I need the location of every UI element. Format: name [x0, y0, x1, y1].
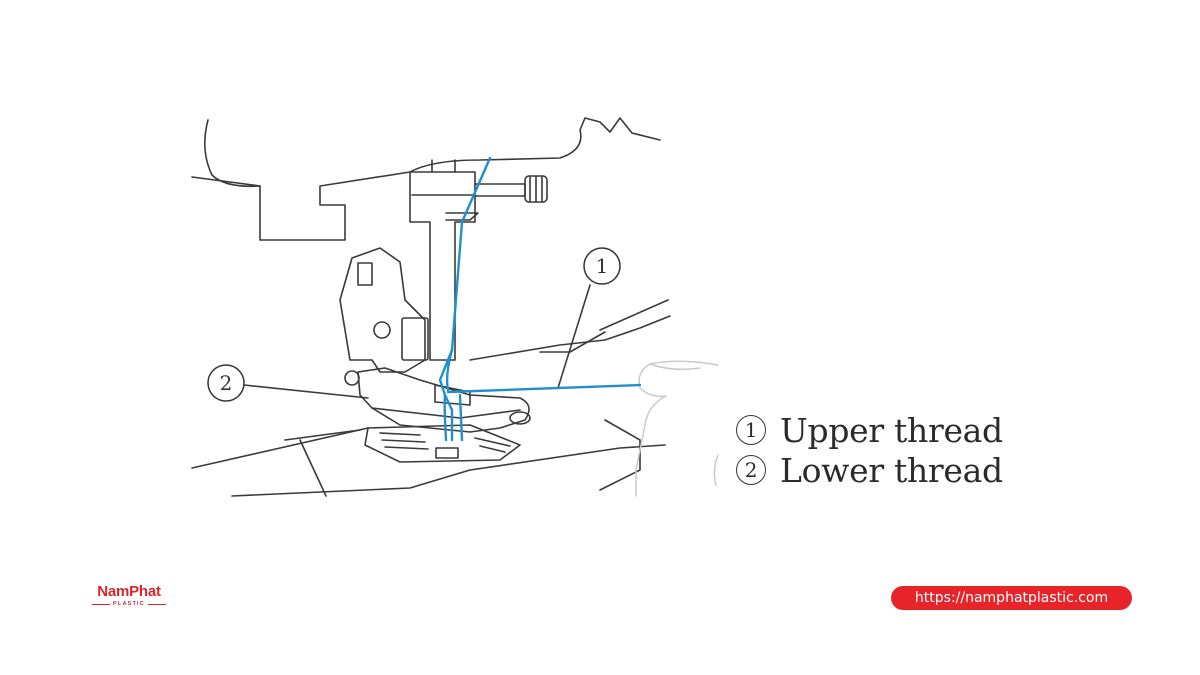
- presser-bar: [409, 171, 476, 361]
- callout-1-leader: [557, 284, 591, 389]
- logo-divider-right: [147, 603, 166, 605]
- brand-logo[interactable]: NamPhat PLASTIC: [88, 584, 170, 607]
- upper-thread: [438, 156, 492, 442]
- legend-number-2: 2: [736, 455, 766, 485]
- sewing-machine-illustration: 1 2: [191, 117, 719, 497]
- machine-arm: [204, 117, 661, 241]
- logo-subtitle: PLASTIC: [113, 601, 145, 607]
- thread-legend: 1 Upper thread 2 Lower thread: [736, 410, 1003, 490]
- legend-lower-thread: 2 Lower thread: [736, 450, 1003, 490]
- legend-number-1: 1: [736, 415, 766, 445]
- callout-2-leader: [243, 384, 369, 399]
- thumb-screw: [474, 183, 526, 197]
- svg-text:2: 2: [220, 371, 233, 395]
- hand-icon: [635, 360, 719, 497]
- upper-thread-pull: [446, 383, 642, 394]
- svg-text:1: 1: [596, 254, 609, 278]
- website-url-link[interactable]: https://namphatplastic.com: [891, 586, 1132, 610]
- legend-upper-thread: 1 Upper thread: [736, 410, 1003, 450]
- legend-label-lower-thread: Lower thread: [780, 450, 1003, 490]
- logo-divider-left: [92, 603, 111, 605]
- callout-1-circle: [583, 247, 621, 285]
- lower-thread: [458, 393, 464, 442]
- callout-2-circle: [207, 364, 245, 402]
- presser-foot: [339, 247, 426, 373]
- needle-plate: [364, 424, 521, 463]
- machine-bed: [191, 427, 666, 497]
- legend-label-upper-thread: Upper thread: [780, 410, 1003, 450]
- logo-wordmark: NamPhat: [97, 583, 161, 600]
